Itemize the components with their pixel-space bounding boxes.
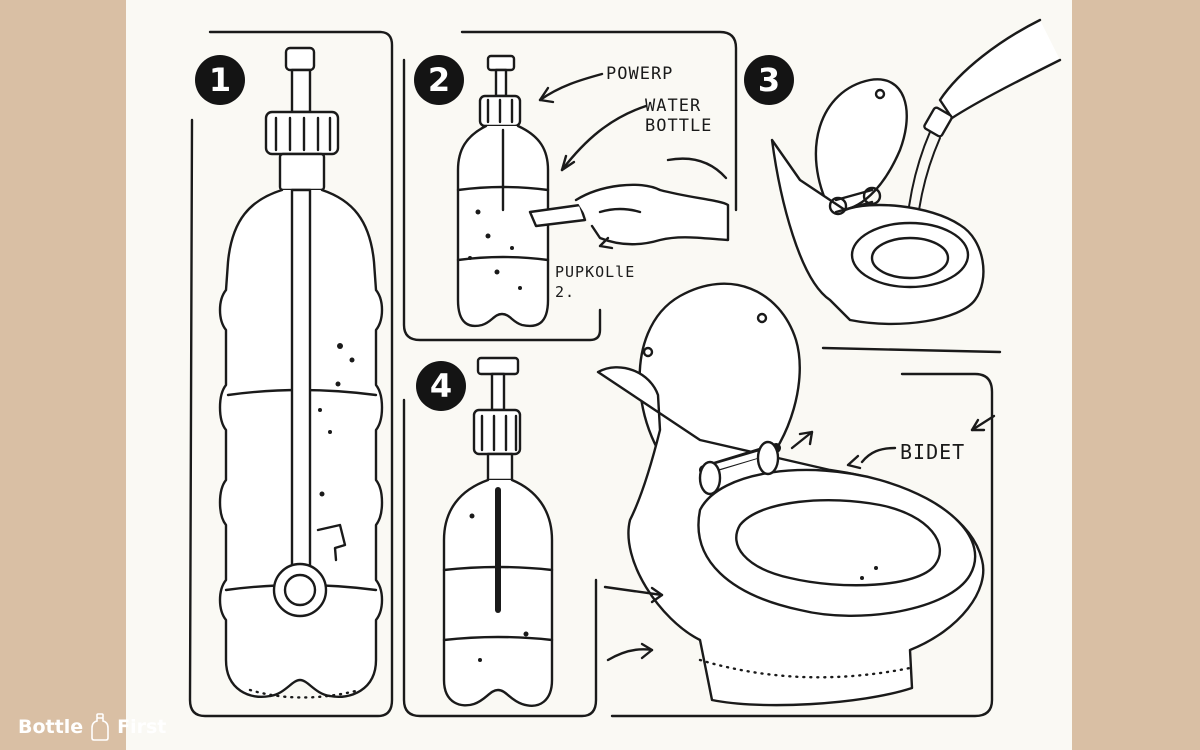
water-drops [318, 209, 878, 662]
label-pupkolie: PUPKOLlE 2. [555, 263, 636, 301]
toilet-pouring [770, 18, 1062, 326]
label-powerp: POWERP [606, 64, 674, 84]
bottle-with-pump [456, 54, 730, 328]
brand-watermark: Bottle First [18, 713, 166, 741]
step-number-4: 4 [416, 361, 466, 411]
bottle-icon [91, 713, 109, 741]
bottle-small-pump [442, 356, 554, 707]
label-water-bottle: WATER BOTTLE [645, 96, 713, 136]
panel-frames [188, 30, 1002, 718]
label-bidet: BIDET [900, 440, 966, 464]
brand-right-text: First [117, 716, 167, 738]
toilet-with-bidet [596, 282, 985, 707]
brand-left-text: Bottle [18, 716, 84, 738]
pointer-arrows [538, 72, 996, 662]
step-number-1: 1 [195, 55, 245, 105]
bottle-large [218, 46, 384, 699]
step-number-3: 3 [744, 55, 794, 105]
step-number-2: 2 [414, 55, 464, 105]
